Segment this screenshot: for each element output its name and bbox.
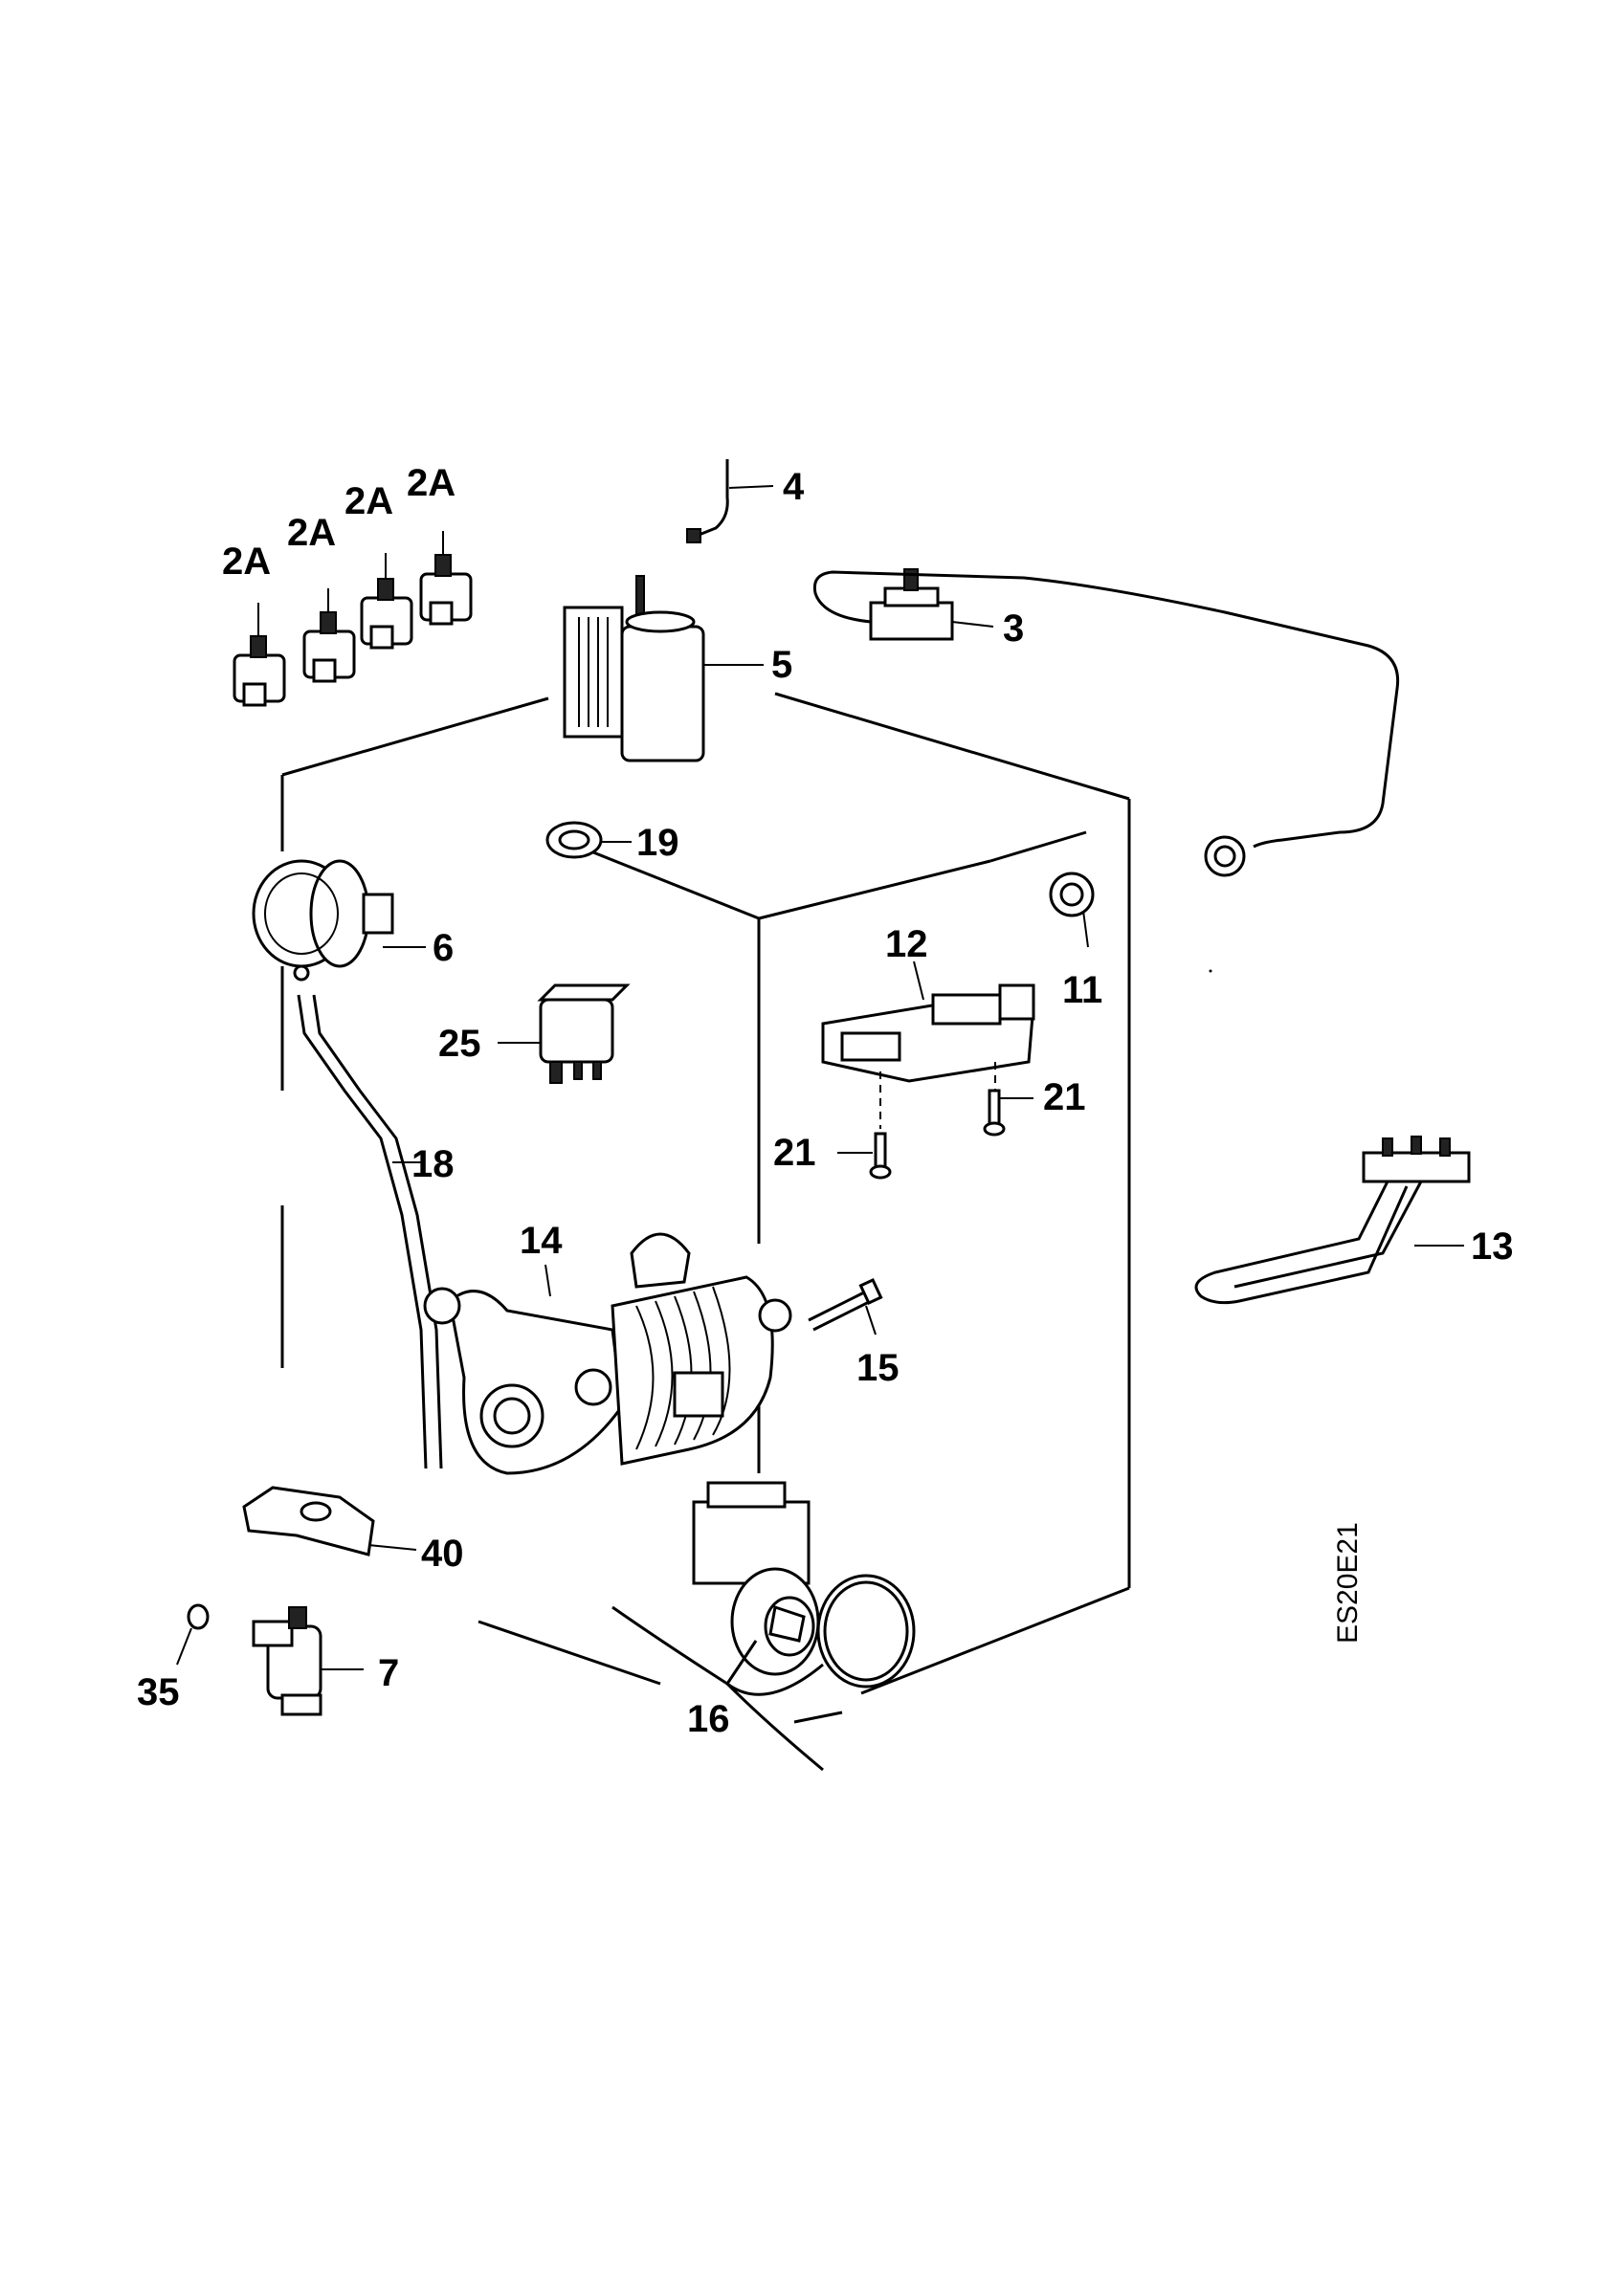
grommet-11	[1049, 872, 1095, 948]
label-4: 4	[783, 466, 805, 508]
hose-18	[297, 994, 443, 1469]
door-lock-12	[821, 960, 1035, 1129]
label-40: 40	[421, 1533, 464, 1575]
valve-7	[252, 1606, 364, 1716]
grommet-19	[545, 821, 632, 859]
switch-2a-1	[233, 603, 286, 707]
label-6: 6	[433, 927, 454, 969]
motor-14	[423, 1232, 792, 1475]
label-2a-4: 2A	[407, 462, 455, 504]
timer-5	[563, 575, 764, 762]
stray-mark	[1209, 969, 1212, 973]
thermostat-3	[812, 568, 1400, 877]
relay-25	[498, 983, 631, 1084]
ring-35	[176, 1603, 210, 1666]
switch-2a-2	[302, 588, 356, 683]
switch-2a-4	[419, 531, 473, 626]
label-13: 13	[1471, 1225, 1514, 1268]
part-labels: 2A 2A 2A 2A 4 3 5 19 6 12 11 25 21 21 18…	[137, 462, 1514, 1740]
label-2a-3: 2A	[344, 480, 393, 522]
label-19: 19	[636, 822, 679, 864]
bolt-15	[808, 1277, 883, 1336]
label-14: 14	[520, 1220, 563, 1262]
label-2a-1: 2A	[222, 541, 271, 583]
label-35: 35	[137, 1671, 180, 1713]
bracket-40	[242, 1486, 417, 1556]
label-7: 7	[378, 1652, 399, 1694]
label-5: 5	[771, 644, 792, 686]
switch-2a-3	[360, 553, 413, 650]
label-3: 3	[1003, 607, 1024, 650]
pressure-switch-6	[252, 859, 426, 982]
drawing-code: ES20E21	[1332, 1522, 1364, 1644]
label-11: 11	[1062, 969, 1102, 1011]
screw-21-right	[983, 1089, 1033, 1137]
label-12: 12	[885, 923, 928, 965]
label-21-right: 21	[1043, 1076, 1086, 1118]
label-2a-2: 2A	[287, 512, 336, 554]
wire-4	[686, 459, 774, 543]
screw-21-left	[837, 1132, 892, 1180]
label-16: 16	[687, 1698, 730, 1740]
label-25: 25	[438, 1023, 481, 1065]
label-15: 15	[856, 1347, 900, 1389]
label-21-left: 21	[773, 1132, 816, 1174]
label-18: 18	[411, 1143, 455, 1185]
drain-pump-16	[611, 1481, 916, 1772]
heating-element-13	[1194, 1136, 1471, 1305]
